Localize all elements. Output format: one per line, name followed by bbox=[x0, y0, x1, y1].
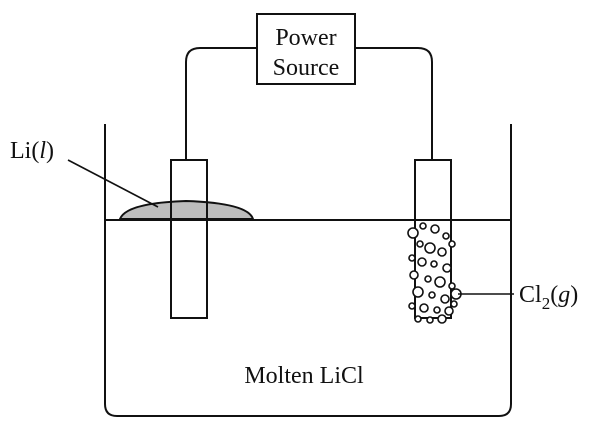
chlorine-label-base: Cl bbox=[519, 282, 542, 308]
liquid-lithium-layer bbox=[118, 199, 255, 220]
electrolyte-label: Molten LiCl bbox=[244, 363, 364, 389]
lithium-label-prefix: Li( bbox=[10, 138, 39, 164]
power-source-label-line1: Power bbox=[275, 25, 336, 51]
lithium-leader-line bbox=[67, 159, 159, 208]
cathode-electrode bbox=[170, 159, 208, 319]
chlorine-gas-bubbles bbox=[407, 222, 462, 324]
chlorine-label-subscript: 2 bbox=[542, 294, 551, 313]
power-source-label-line2: Source bbox=[273, 55, 340, 81]
chlorine-label-state: g bbox=[558, 282, 570, 308]
chlorine-label-open: ( bbox=[550, 282, 558, 308]
lithium-label-state: l bbox=[39, 138, 46, 164]
wire-left bbox=[185, 47, 257, 160]
chlorine-label: Cl2(g) bbox=[519, 282, 578, 313]
chlorine-label-close: ) bbox=[570, 282, 578, 308]
wire-right bbox=[355, 47, 433, 160]
lithium-label-suffix: ) bbox=[46, 138, 54, 164]
lithium-label: Li(l) bbox=[10, 138, 54, 164]
beaker bbox=[104, 124, 512, 417]
